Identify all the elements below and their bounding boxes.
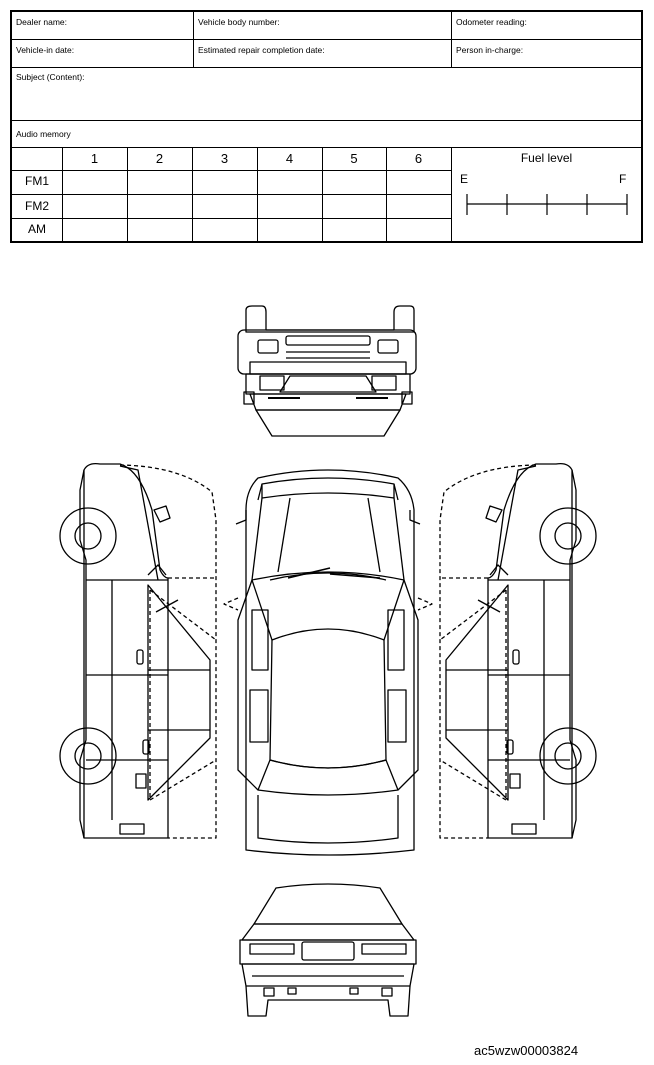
row-label-fm1: FM1 (25, 174, 49, 188)
fuel-full-label: F (619, 172, 627, 186)
fuel-gauge-scale (466, 194, 628, 215)
fuel-empty-label: E (460, 172, 469, 186)
row-label-am: AM (28, 222, 46, 236)
column-header: 3 (220, 151, 229, 166)
car-rear-view (239, 883, 417, 1017)
column-header: 5 (350, 151, 358, 166)
column-header: 4 (285, 151, 294, 166)
audio-memory-label: Audio memory (16, 129, 71, 139)
car-right-side-view (439, 462, 597, 839)
vehicle-body-number-label: Vehicle body number: (198, 17, 280, 27)
column-header: 2 (155, 151, 164, 166)
person-in-charge-label: Person in-charge: (456, 45, 524, 55)
car-top-view (223, 469, 433, 856)
dealer-name-label: Dealer name: (16, 17, 68, 27)
car-left-side-view (59, 462, 217, 839)
subject-label: Subject (Content): (16, 72, 85, 82)
repair-completion-date-label: Estimated repair completion date: (198, 45, 325, 55)
car-front-view (237, 305, 417, 437)
figure-code-caption: ac5wzw00003824 (474, 1043, 579, 1058)
vehicle-in-date-label: Vehicle-in date: (16, 45, 75, 55)
inspection-form: Dealer name: Vehicle body number: Odomet… (10, 10, 643, 243)
fuel-level-title: Fuel level (520, 151, 573, 165)
row-label-fm2: FM2 (25, 199, 49, 213)
column-header: 6 (414, 151, 423, 166)
column-header: 1 (90, 151, 99, 166)
odometer-reading-label: Odometer reading: (456, 17, 527, 27)
